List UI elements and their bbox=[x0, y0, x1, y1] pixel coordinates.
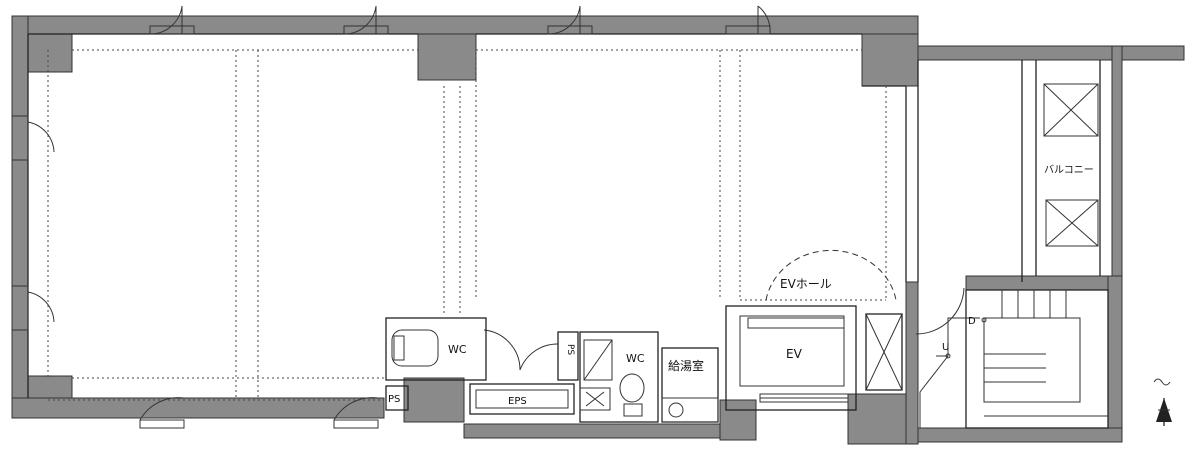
outer-walls bbox=[11, 15, 1185, 445]
elevator: EV bbox=[725, 305, 903, 411]
staircase: D U bbox=[919, 289, 1109, 429]
wc-1: WC bbox=[385, 317, 487, 381]
stair-treads bbox=[984, 290, 1108, 417]
down-label: D bbox=[968, 316, 976, 327]
kitchenette: 給湯室 bbox=[661, 347, 719, 423]
north-arrow-icon bbox=[1153, 378, 1172, 426]
ev-label: EV bbox=[786, 347, 803, 361]
balcony: バルコニー bbox=[1043, 83, 1099, 247]
ev-hall: EVホール bbox=[765, 249, 897, 301]
eps-label: EPS bbox=[508, 396, 527, 407]
wc1-label: WC bbox=[448, 343, 467, 356]
ev-hall-label: EVホール bbox=[780, 277, 832, 291]
kitchen-label: 給湯室 bbox=[668, 358, 704, 373]
ps-2: PS bbox=[557, 331, 579, 381]
ps1-label: PS bbox=[388, 394, 400, 405]
balcony-label: バルコニー bbox=[1044, 164, 1094, 176]
eps: EPS bbox=[469, 383, 575, 415]
doors bbox=[11, 5, 965, 429]
ps2-label: PS bbox=[565, 344, 575, 355]
up-label: U bbox=[942, 342, 949, 353]
wc-2: WC bbox=[579, 331, 659, 423]
partition-lines bbox=[47, 49, 887, 401]
wc2-label: WC bbox=[626, 352, 645, 365]
interior-outline bbox=[27, 33, 1101, 398]
ps-1: PS bbox=[385, 385, 409, 411]
